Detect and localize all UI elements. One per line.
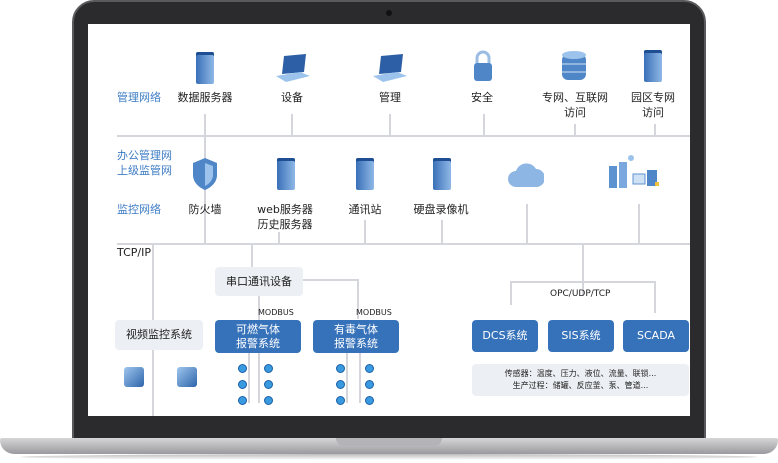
modbus-label: MODBUS	[258, 308, 294, 317]
laptop-icon	[373, 54, 407, 82]
node-label: 访问	[564, 106, 586, 119]
node-label: 园区专网	[631, 91, 675, 104]
laptop-base	[0, 438, 778, 454]
node-label: 安全	[471, 91, 493, 104]
connector	[346, 353, 348, 403]
modbus-label: MODBUS	[356, 308, 392, 317]
connector	[303, 279, 358, 281]
connector	[526, 204, 528, 244]
sensor-node-icon	[264, 380, 273, 389]
connector	[510, 281, 656, 283]
connector	[278, 232, 280, 244]
mgmt-bus-line	[117, 135, 690, 137]
node-label: 防火墙	[188, 203, 222, 216]
connector	[510, 281, 512, 305]
sensor-line: 传感器：温度、压力、液位、流量、联锁...	[504, 369, 657, 378]
process-line: 生产过程：储罐、反应釜、泵、管道...	[512, 381, 649, 390]
node-label: web服务器	[257, 203, 313, 216]
node-label: 通讯站	[348, 203, 382, 216]
laptop-icon	[276, 54, 310, 82]
laptop-shadow	[20, 454, 758, 460]
tcp-bus-line	[117, 243, 690, 245]
connector	[258, 296, 260, 320]
dcs-system: DCS系统	[472, 320, 538, 352]
box-line: 报警系统	[334, 336, 378, 350]
layer-office: 办公管理网	[117, 149, 172, 162]
node-label: 设备	[281, 91, 303, 104]
server-icon	[644, 50, 662, 82]
sensor-node-icon	[238, 364, 247, 373]
connector	[248, 353, 250, 403]
box-line: 报警系统	[236, 336, 280, 350]
node-label: 历史服务器	[257, 218, 313, 231]
sensor-node-icon	[264, 364, 273, 373]
data-center-illustration-icon	[609, 155, 659, 188]
sensor-node-icon	[365, 396, 374, 405]
sis-system: SIS系统	[548, 320, 614, 352]
sensor-node-icon	[336, 380, 345, 389]
scada-system: SCADA	[623, 320, 689, 352]
layer-monitor: 监控网络	[117, 203, 161, 216]
box-line: 可燃气体	[236, 322, 280, 336]
connector	[654, 281, 656, 313]
box-line: 有毒气体	[334, 322, 378, 336]
sensor-node-icon	[365, 364, 374, 373]
connector	[359, 353, 361, 403]
connector	[441, 220, 443, 244]
sensor-node-icon	[238, 396, 247, 405]
camera-cube-icon	[124, 367, 144, 387]
connector	[582, 245, 584, 295]
layer-upper: 上级监管网	[117, 164, 172, 177]
lock-icon	[474, 50, 492, 81]
protocol-label: OPC/UDP/TCP	[550, 289, 611, 299]
node-label: 硬盘录像机	[413, 203, 469, 216]
layer-mgmt: 管理网络	[117, 91, 161, 104]
laptop-notch	[336, 438, 442, 446]
connector	[258, 353, 260, 403]
sensor-node-icon	[264, 396, 273, 405]
sensor-node-icon	[238, 380, 247, 389]
camera	[386, 10, 392, 16]
connector	[574, 124, 576, 136]
server-icon	[277, 158, 295, 190]
server-icon	[433, 158, 451, 190]
connector	[638, 204, 640, 244]
cloud-icon	[508, 163, 544, 187]
connector	[357, 279, 359, 319]
layer-tcp: TCP/IP	[117, 246, 151, 259]
video-monitor-system: 视频监控系统	[115, 320, 203, 350]
toxic-gas-alarm: 有毒气体报警系统	[313, 320, 399, 353]
server-icon	[196, 52, 214, 84]
sensor-node-icon	[336, 396, 345, 405]
connector	[389, 114, 391, 136]
node-label: 访问	[642, 106, 664, 119]
connector	[251, 245, 253, 267]
connector	[654, 124, 656, 136]
node-label: 数据服务器	[177, 91, 233, 104]
node-label: 专网、互联网	[542, 91, 608, 104]
server-icon	[356, 158, 374, 190]
connector	[291, 114, 293, 136]
network-diagram: 管理网络 办公管理网 上级监管网 监控网络 TCP/IP 数据服务器 设备 管理…	[88, 24, 690, 416]
sensor-node-icon	[336, 364, 345, 373]
camera-cube-icon	[177, 367, 197, 387]
sensor-node-icon	[365, 380, 374, 389]
connector	[364, 220, 366, 244]
connector	[483, 114, 485, 136]
node-label: 管理	[379, 91, 401, 104]
serial-device-box: 串口通讯设备	[215, 267, 303, 296]
sensor-info-box: 传感器：温度、压力、液位、流量、联锁... 生产过程：储罐、反应釜、泵、管道...	[472, 364, 689, 396]
database-icon	[562, 51, 586, 80]
firewall-shield-icon	[193, 158, 217, 190]
combustible-gas-alarm: 可燃气体报警系统	[215, 320, 301, 353]
